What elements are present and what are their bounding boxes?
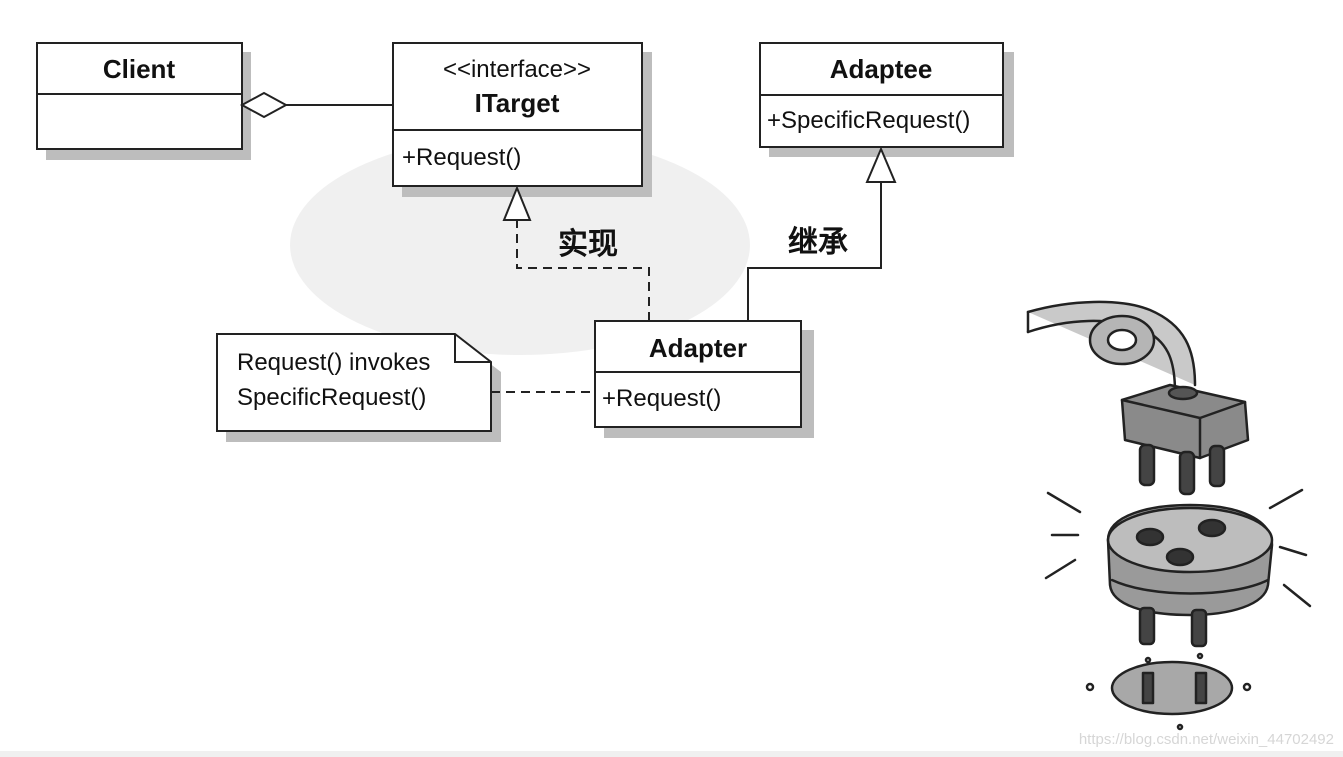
- itarget-name: ITarget: [475, 88, 560, 118]
- itarget-stereotype: <<interface>>: [443, 56, 591, 83]
- itarget-interface: <<interface>> ITarget +Request(): [392, 42, 652, 197]
- inheritance-link: [747, 146, 897, 321]
- adapter-method: +Request(): [602, 385, 721, 412]
- client-class-name: Client: [103, 54, 176, 84]
- inherits-label: 继承: [788, 225, 848, 260]
- adapter-class: Adapter +Request(): [594, 320, 814, 438]
- plug-adapter-illustration: [1026, 300, 1312, 731]
- implements-label: 实现: [558, 227, 618, 262]
- client-class: Client: [36, 42, 251, 160]
- watermark: https://blog.csdn.net/weixin_44702492: [1079, 731, 1334, 748]
- adaptee-class: Adaptee +SpecificRequest(): [759, 42, 1014, 157]
- inheritance-arrowhead-icon: [865, 146, 897, 183]
- realization-arrowhead-icon: [502, 185, 532, 221]
- itarget-method: +Request(): [402, 144, 521, 171]
- aggregation-diamond-icon: [239, 91, 289, 119]
- footer-band: [0, 751, 1343, 757]
- note: Request() invokes SpecificRequest(): [216, 333, 595, 442]
- adapter-class-name: Adapter: [649, 333, 747, 363]
- note-line-2: SpecificRequest(): [237, 384, 426, 411]
- realization-link: [502, 185, 650, 321]
- adaptee-method: +SpecificRequest(): [767, 107, 970, 134]
- adaptee-class-name: Adaptee: [830, 54, 933, 84]
- note-line-1: Request() invokes: [237, 349, 430, 376]
- aggregation-link: [239, 91, 393, 119]
